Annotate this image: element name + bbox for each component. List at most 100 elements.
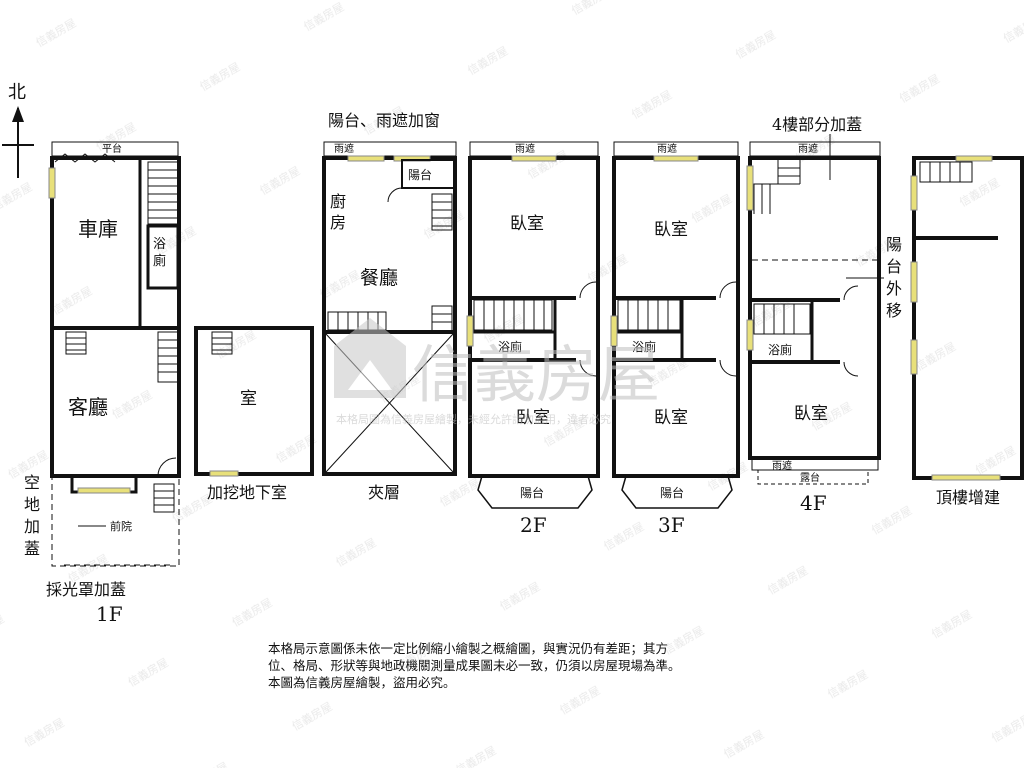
bay-balcony-outline bbox=[477, 475, 593, 509]
dining-label: 餐廳 bbox=[360, 267, 398, 289]
stairs-icon bbox=[147, 161, 179, 225]
bath-label-1: 浴 bbox=[153, 237, 166, 252]
living-room-label: 客廳 bbox=[68, 395, 108, 419]
door-swing-icon bbox=[843, 285, 859, 301]
mezzanine-top-note: 陽台、雨遮加窗 bbox=[328, 111, 440, 130]
window-icon bbox=[209, 470, 239, 477]
canopy-label: 雨遮 bbox=[657, 142, 677, 155]
stairs-icon bbox=[617, 299, 681, 331]
brand-watermark: 信義房屋 本格局圖為信義房屋繪製，未經允許請勿盜用，違者必究 bbox=[334, 318, 660, 426]
bath-label: 浴廁 bbox=[768, 342, 792, 357]
dew-platform-label: 露台 bbox=[800, 471, 820, 484]
garage-label: 車庫 bbox=[78, 217, 118, 241]
canopy-label: 雨遮 bbox=[334, 142, 354, 155]
north-arrow-icon bbox=[12, 106, 24, 122]
basement-caption: 加挖地下室 bbox=[207, 483, 287, 502]
door-swing-icon bbox=[387, 187, 403, 203]
window-icon bbox=[746, 165, 754, 211]
balcony-label: 陽台 bbox=[408, 167, 432, 182]
watermark-note-text: 本格局圖為信義房屋繪製，未經允許請勿盜用，違者必究 bbox=[336, 412, 611, 426]
bedroom-top-label: 臥室 bbox=[654, 220, 688, 240]
window-icon bbox=[653, 155, 699, 162]
mezzanine-plan: 陽台、雨遮加窗 雨遮 陽台 廚 房 餐廳 夾層 bbox=[322, 111, 457, 502]
balcony-moved-label-3: 外 bbox=[886, 279, 902, 298]
front-yard-label: 前院 bbox=[110, 519, 132, 533]
window-icon bbox=[466, 315, 474, 347]
kitchen-label-1: 廚 bbox=[330, 192, 346, 211]
balcony-moved-label-2: 台 bbox=[886, 257, 902, 276]
rooftop-plan: 頂樓增建 bbox=[910, 155, 1024, 507]
door-swing-icon bbox=[843, 361, 859, 377]
window-icon bbox=[347, 155, 385, 162]
platform-label: 平台 bbox=[102, 142, 122, 155]
floor1-caption: 1F bbox=[96, 602, 123, 626]
balcony-moved-label-1: 陽 bbox=[886, 235, 902, 254]
floor3-caption: 3F bbox=[658, 513, 685, 537]
open-space-label-3: 加 bbox=[24, 517, 40, 536]
floor2-caption: 2F bbox=[520, 513, 547, 537]
window-icon bbox=[48, 167, 56, 199]
bedroom-label: 臥室 bbox=[794, 404, 828, 424]
stairs-icon bbox=[753, 160, 801, 214]
door-swing-icon bbox=[719, 359, 737, 377]
skylight-addon-label: 採光罩加蓋 bbox=[46, 580, 126, 599]
window-icon bbox=[910, 261, 918, 303]
stairs-icon bbox=[153, 483, 175, 513]
stairs-icon bbox=[753, 303, 811, 335]
window-icon bbox=[931, 474, 1001, 481]
stairs-icon bbox=[65, 331, 179, 383]
rooftop-caption: 頂樓增建 bbox=[936, 488, 1000, 507]
bath-label: 浴廁 bbox=[498, 339, 522, 354]
stairs-icon bbox=[211, 331, 233, 355]
canopy-top-label: 雨遮 bbox=[798, 142, 818, 155]
disclaimer-line-1: 本格局示意圖係未依一定比例縮小繪製之概繪圖，與實況仍有差距；其方 bbox=[268, 641, 669, 656]
kitchen-label-2: 房 bbox=[330, 213, 346, 232]
watermark-brand-text: 信義房屋 bbox=[412, 338, 660, 411]
floor4-plan: 4樓部分加蓋 雨遮 陽 台 外 移 浴廁 臥室 雨遮 bbox=[746, 115, 902, 515]
window-icon bbox=[910, 175, 918, 211]
floor2-plan: 雨遮 臥室 浴廁 臥室 陽台 2F bbox=[466, 141, 600, 537]
open-space-label-4: 蓋 bbox=[24, 539, 40, 558]
north-compass: 北 bbox=[2, 82, 34, 178]
bedroom-bottom-label: 臥室 bbox=[654, 408, 688, 428]
basement-plan: 室 加挖地下室 bbox=[194, 326, 314, 502]
bath-label-2: 廁 bbox=[153, 253, 166, 269]
disclaimer: 本格局示意圖係未依一定比例縮小繪製之概繪圖，與實況仍有差距；其方 位、格局、形狀… bbox=[268, 640, 768, 691]
open-space-label-2: 地 bbox=[24, 495, 40, 514]
mezzanine-caption: 夾層 bbox=[368, 483, 400, 502]
mezzanine-outline bbox=[322, 156, 457, 476]
window-icon bbox=[910, 339, 918, 375]
door-swing-icon bbox=[579, 359, 597, 377]
door-swing-icon bbox=[157, 457, 177, 477]
brand-logo-icon bbox=[334, 318, 406, 398]
bay-balcony-outline bbox=[621, 475, 733, 509]
disclaimer-line-3: 本圖為信義房屋繪製，盜用必究。 bbox=[268, 675, 456, 690]
window-icon bbox=[746, 319, 754, 351]
floor1-plan: 平台 浴 廁 車庫 客廳 bbox=[24, 141, 181, 626]
addon-area-outline bbox=[51, 475, 180, 567]
canopy-label: 雨遮 bbox=[515, 142, 535, 155]
open-space-label-1: 空 bbox=[24, 473, 40, 492]
bath-label: 浴廁 bbox=[632, 339, 656, 354]
basement-outline bbox=[194, 326, 314, 476]
canopy-bottom-label: 雨遮 bbox=[772, 459, 792, 472]
north-label: 北 bbox=[8, 82, 26, 103]
door-swing-icon bbox=[579, 281, 597, 299]
floor3-plan: 雨遮 臥室 浴廁 臥室 陽台 3F bbox=[610, 141, 740, 537]
folding-door-icon bbox=[54, 153, 116, 163]
stairs-icon bbox=[919, 161, 973, 183]
void-cross-line bbox=[325, 333, 454, 473]
stairs-icon bbox=[473, 299, 553, 331]
door-swing-icon bbox=[719, 281, 737, 299]
basement-room-label: 室 bbox=[240, 389, 257, 409]
balcony-label: 陽台 bbox=[520, 485, 544, 500]
bedroom-bottom-label: 臥室 bbox=[516, 408, 550, 428]
disclaimer-line-2: 位、格局、形狀等與地政機關測量成果圖未必一致，仍須以房屋現場為準。 bbox=[268, 658, 681, 673]
window-icon bbox=[610, 315, 618, 347]
floor4-caption: 4F bbox=[800, 491, 827, 515]
window-icon bbox=[511, 155, 557, 162]
window-icon bbox=[77, 487, 131, 494]
balcony-moved-label-4: 移 bbox=[886, 301, 902, 320]
